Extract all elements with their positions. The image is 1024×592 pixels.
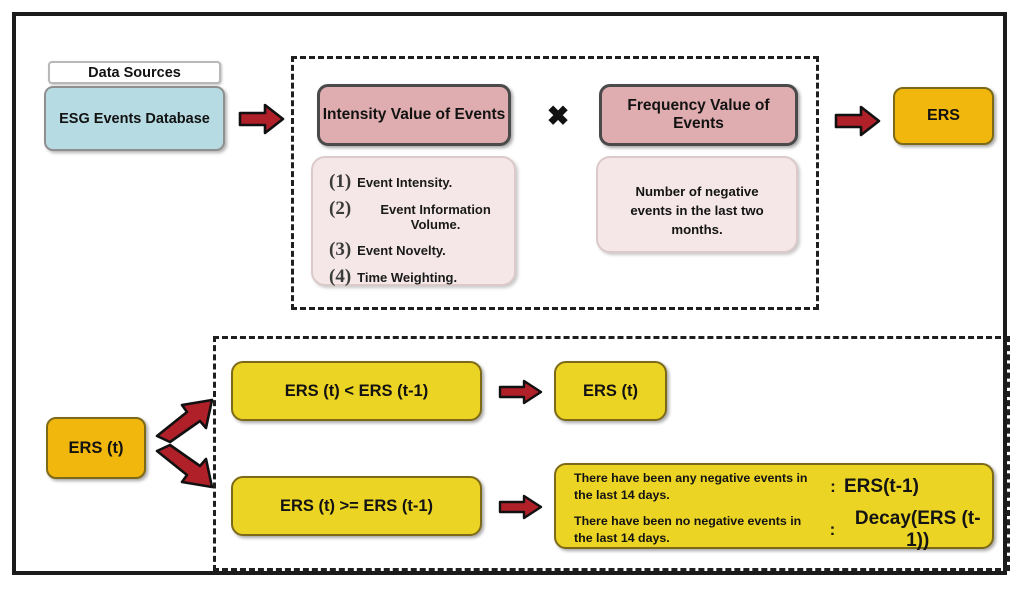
- list-item-number: (1): [329, 171, 352, 192]
- arrow-right-icon: [498, 379, 543, 405]
- outcome-row: There have been any negative events in t…: [556, 465, 992, 508]
- list-item-number: (2): [329, 198, 352, 219]
- outcome-condition-text: There have been no negative events in th…: [574, 514, 802, 545]
- esg-events-database-node[interactable]: ESG Events Database: [44, 86, 225, 151]
- outcome-separator: :: [830, 476, 836, 496]
- ers-decision-panel: [213, 336, 1010, 571]
- ers-t-input-node[interactable]: ERS (t): [46, 417, 146, 479]
- list-item-label: Event Intensity.: [357, 175, 453, 190]
- outcome-value: Decay(ERS (t-1)): [854, 507, 981, 551]
- condition-greater-equal-node[interactable]: ERS (t) >= ERS (t-1): [231, 476, 482, 536]
- arrow-down-right-icon: [155, 443, 214, 489]
- list-item-number: (4): [329, 266, 352, 287]
- result-ers-t-node[interactable]: ERS (t): [554, 361, 667, 421]
- outcome-value: ERS(t-1): [844, 475, 919, 497]
- multiply-icon: ✖: [546, 101, 570, 131]
- list-item-label: Time Weighting.: [357, 270, 458, 285]
- list-item: (2) Event Information Volume.: [313, 199, 514, 240]
- ers-formula-panel: [291, 56, 819, 310]
- diagram-frame: Data Sources ESG Events Database (1) Eve…: [12, 12, 1010, 575]
- list-item: (1) Event Intensity.: [313, 172, 514, 199]
- list-item: (3) Event Novelty.: [313, 240, 514, 267]
- intensity-factors-list: (1) Event Intensity. (2) Event Informati…: [311, 156, 516, 286]
- frequency-value-node[interactable]: Frequency Value of Events: [599, 84, 798, 146]
- list-item-number: (3): [329, 239, 352, 260]
- arrow-right-icon: [834, 105, 881, 137]
- data-sources-label: Data Sources: [48, 61, 221, 84]
- arrow-up-right-icon: [155, 398, 214, 444]
- arrow-right-icon: [498, 494, 543, 520]
- frequency-description: Number of negative events in the last tw…: [596, 156, 798, 253]
- intensity-value-node[interactable]: Intensity Value of Events: [317, 84, 511, 146]
- list-item: (4) Time Weighting.: [313, 267, 514, 294]
- arrow-right-icon: [238, 103, 285, 135]
- outcome-row: There have been no negative events in th…: [556, 508, 992, 551]
- frequency-description-text: Number of negative events in the last tw…: [630, 184, 764, 238]
- list-item-label: Event Novelty.: [357, 243, 446, 258]
- list-item-label: Event Information Volume.: [380, 202, 491, 232]
- decay-outcome-panel: There have been any negative events in t…: [554, 463, 994, 551]
- outcome-condition-text: There have been any negative events in t…: [574, 471, 808, 502]
- ers-output-node[interactable]: ERS: [893, 87, 994, 145]
- outcome-separator: :: [829, 519, 836, 539]
- condition-less-than-node[interactable]: ERS (t) < ERS (t-1): [231, 361, 482, 421]
